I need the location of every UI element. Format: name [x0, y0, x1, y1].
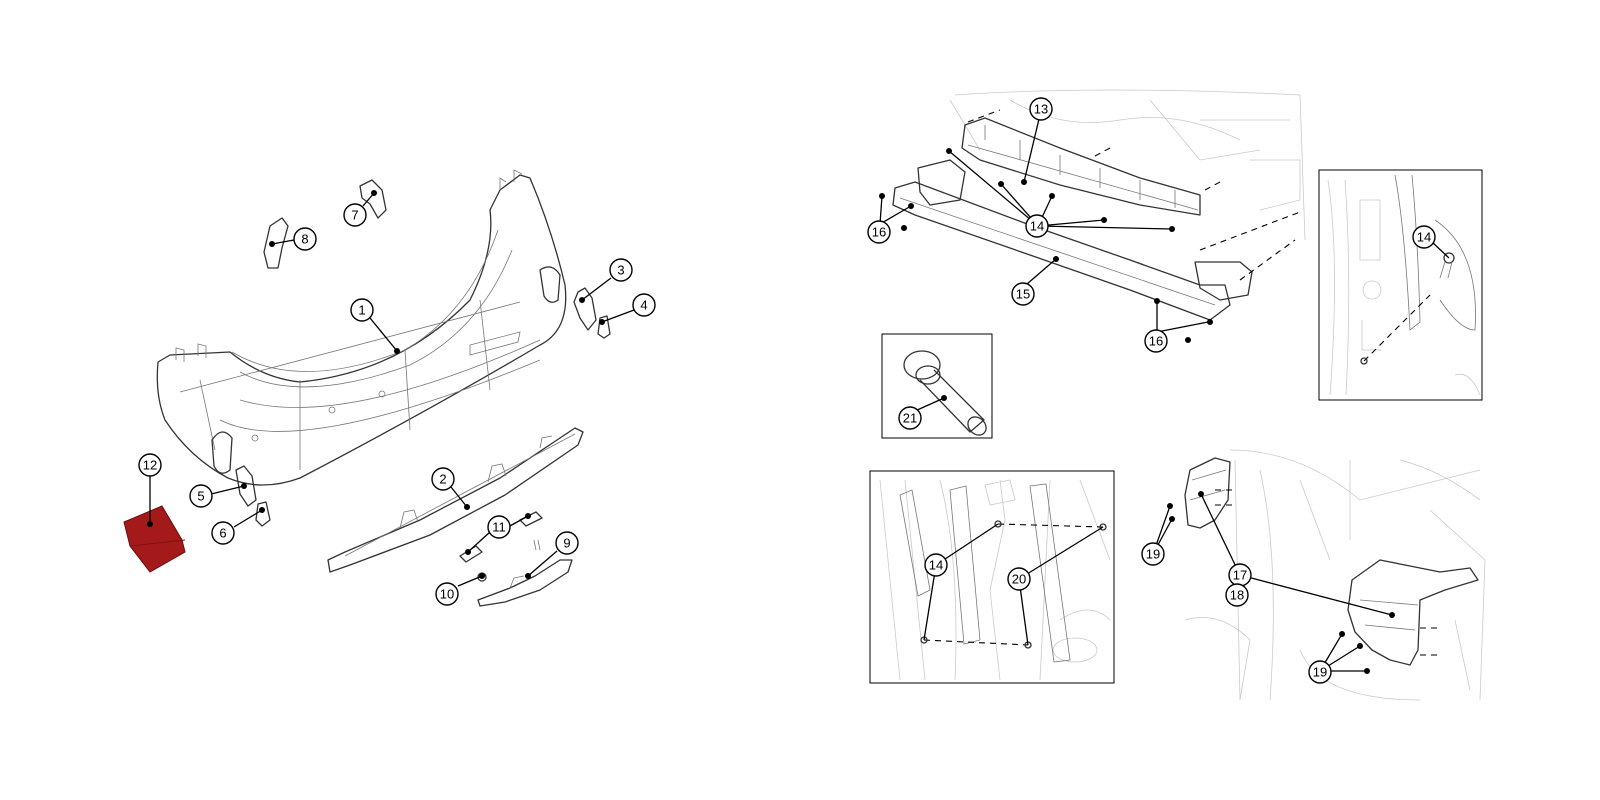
part-4-reflector [597, 315, 611, 339]
part-6-reflector [255, 501, 271, 527]
svg-text:8: 8 [301, 232, 308, 247]
svg-text:19: 19 [1146, 547, 1160, 562]
inset-bottom-view [869, 470, 1115, 684]
part-7-bracket [359, 179, 387, 219]
callout-8: 8 [293, 227, 317, 251]
callout-17: 17 [1228, 563, 1252, 587]
callout-21: 21 [898, 406, 922, 430]
callout-5: 5 [189, 484, 213, 508]
callout-4: 4 [632, 293, 656, 317]
svg-text:14: 14 [1417, 230, 1431, 245]
part-3-bracket [573, 287, 597, 331]
rear-bumper-cover [156, 169, 567, 486]
background-body-ghost [949, 89, 1306, 241]
svg-text:20: 20 [1012, 572, 1026, 587]
callout-19b: 19 [1308, 660, 1332, 684]
callout-19a: 19 [1141, 542, 1165, 566]
side-view-detail [1327, 174, 1481, 396]
callout-11: 11 [487, 515, 511, 539]
svg-text:13: 13 [1034, 102, 1048, 117]
svg-text:17: 17 [1233, 568, 1247, 583]
callout-1: 1 [350, 298, 374, 322]
svg-text:2: 2 [439, 472, 446, 487]
svg-text:3: 3 [617, 263, 624, 278]
beam-assembly-dashes [967, 109, 1301, 281]
bottom-view-detail [879, 479, 1111, 681]
part-19-bolts [1167, 503, 1370, 674]
svg-text:11: 11 [492, 520, 506, 535]
leader-end-dots [147, 148, 1395, 618]
svg-text:18: 18 [1230, 588, 1244, 603]
part-2-lower-diffuser [327, 427, 584, 573]
part-21-stud [903, 350, 987, 436]
bracket-assembly-ghost [1184, 449, 1486, 701]
inset-part-21 [881, 333, 993, 439]
svg-text:9: 9 [563, 536, 570, 551]
part-8-bracket [263, 217, 289, 269]
callout-15: 15 [1011, 282, 1035, 306]
part-17-18-brackets [1184, 457, 1479, 666]
callout-14a: 14 [1025, 214, 1049, 238]
callout-7: 7 [343, 203, 367, 227]
part-5-bracket [235, 465, 257, 507]
svg-text:16: 16 [872, 225, 886, 240]
callout-2: 2 [431, 467, 455, 491]
part-9-trim [477, 559, 573, 607]
svg-text:19: 19 [1313, 665, 1327, 680]
callout-9: 9 [555, 531, 579, 555]
callout-10: 10 [435, 582, 459, 606]
svg-text:4: 4 [640, 298, 647, 313]
svg-text:21: 21 [903, 411, 917, 426]
callout-14b: 14 [1412, 225, 1436, 249]
svg-text:1: 1 [358, 303, 365, 318]
svg-text:6: 6 [219, 526, 226, 541]
part-15-reinforcement-beam [892, 159, 1253, 321]
part-12-highlight [123, 505, 186, 573]
svg-text:10: 10 [440, 587, 454, 602]
svg-text:14: 14 [929, 558, 943, 573]
svg-text:5: 5 [197, 489, 204, 504]
callout-3: 3 [609, 258, 633, 282]
part-13-energy-absorber [961, 117, 1201, 216]
inset-side-view [1318, 169, 1483, 401]
callout-16a: 16 [867, 220, 891, 244]
callout-20: 20 [1007, 567, 1031, 591]
callout-12: 12 [138, 453, 162, 477]
callout-16b: 16 [1144, 329, 1168, 353]
svg-text:12: 12 [143, 458, 157, 473]
svg-text:7: 7 [351, 208, 358, 223]
callout-18: 18 [1225, 583, 1249, 607]
callout-13: 13 [1029, 97, 1053, 121]
callout-6: 6 [211, 521, 235, 545]
svg-text:15: 15 [1016, 287, 1030, 302]
leader-lines [149, 118, 1450, 672]
svg-text:14: 14 [1030, 219, 1044, 234]
callout-14c: 14 [924, 553, 948, 577]
svg-text:16: 16 [1149, 334, 1163, 349]
